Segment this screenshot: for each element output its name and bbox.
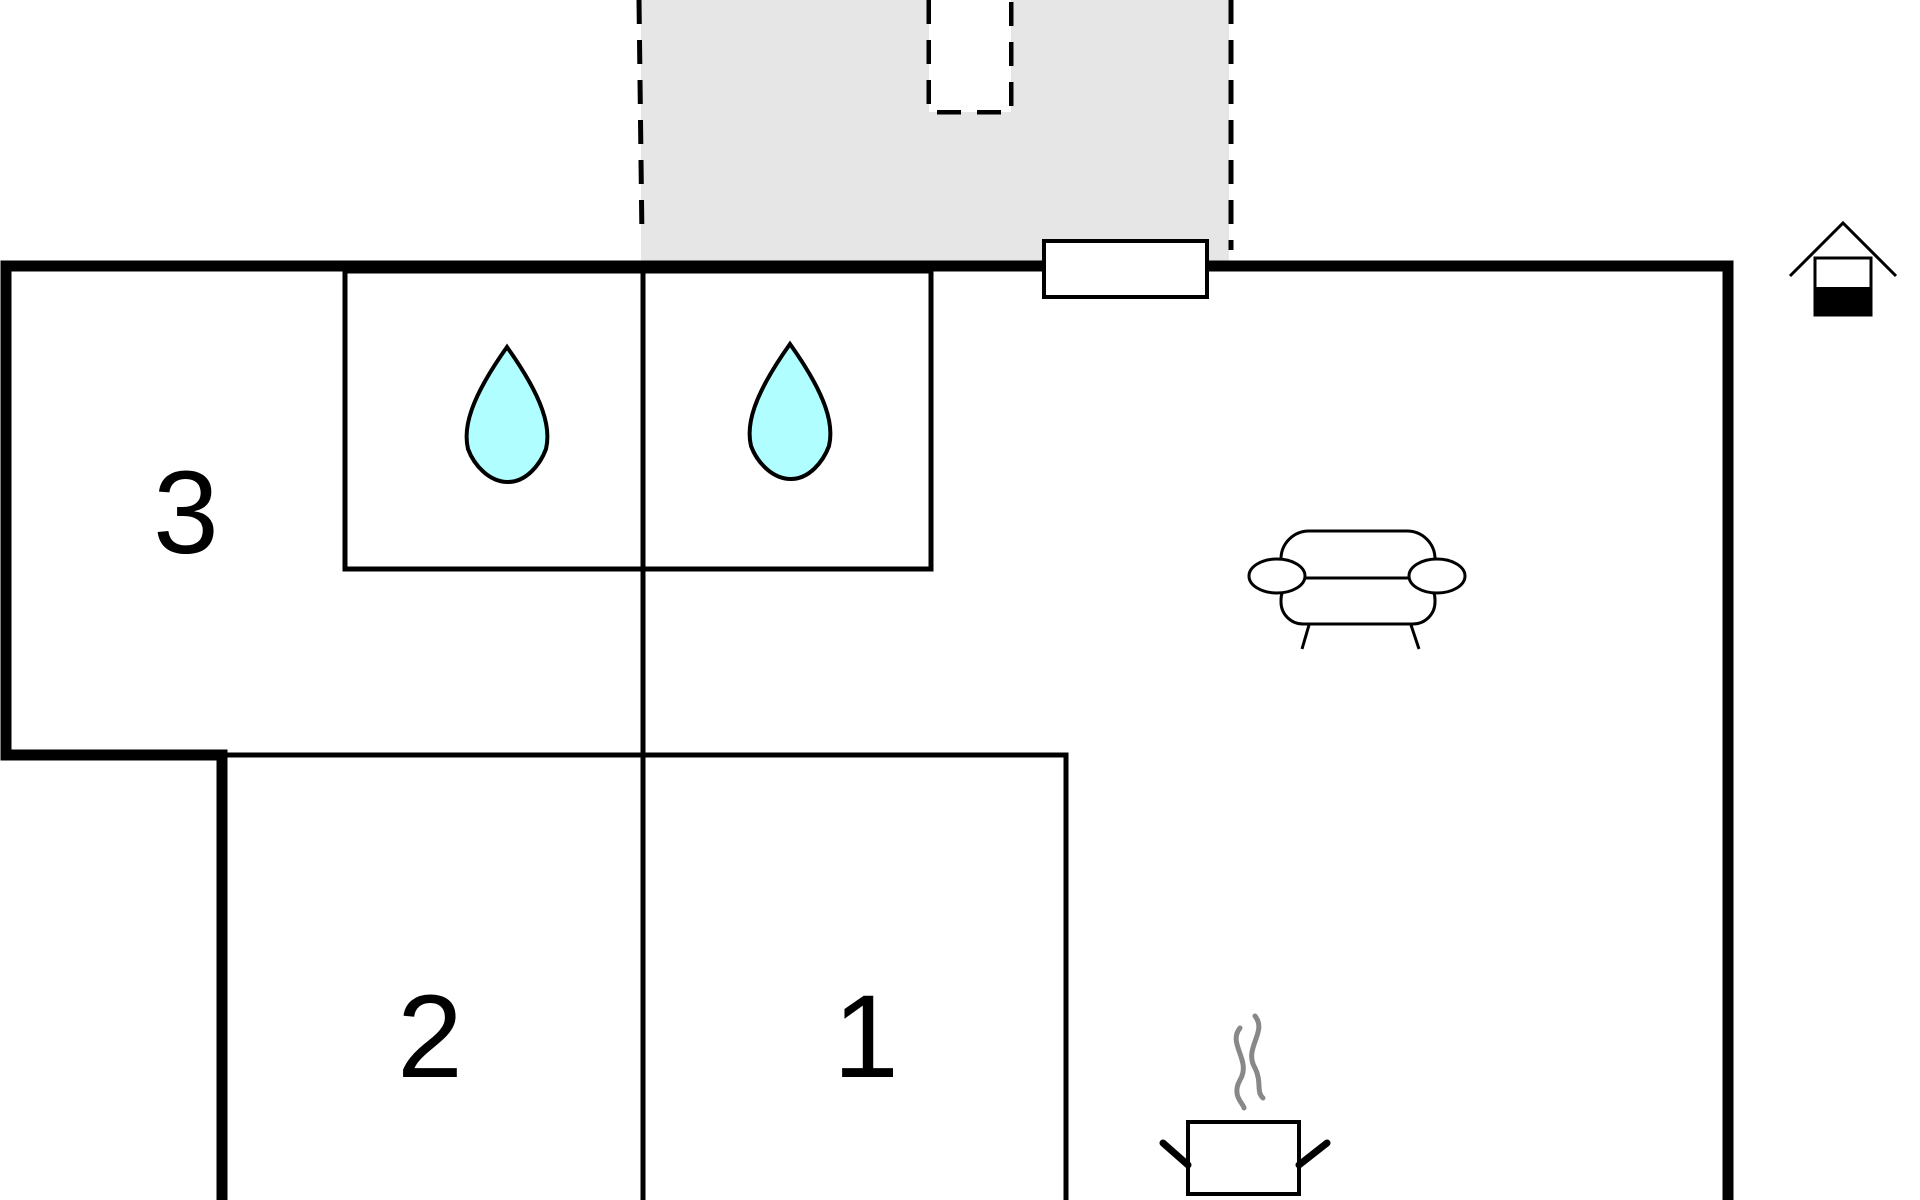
window: [1042, 239, 1209, 299]
exterior-wall-outline: [0, 260, 1734, 1200]
terrace-dashed-edge-left: [636, 0, 645, 241]
sofa-icon: [1247, 529, 1467, 650]
room-number-1: 1: [833, 971, 899, 1103]
bathroom-block-wall: [342, 268, 934, 572]
outdoor-fixture-fill: [931, 0, 1009, 110]
terrace: [636, 0, 1234, 264]
room-number-3: 3: [153, 447, 219, 579]
water-drop-icon: [464, 343, 550, 485]
water-drop-icon: [747, 340, 833, 482]
interior-walls: [222, 268, 1069, 1200]
house-floor-icon: [1788, 220, 1898, 317]
bedroom-block-wall: [222, 752, 1069, 1200]
room-number-2: 2: [397, 971, 463, 1103]
cooking-pot-icon: [1159, 1013, 1331, 1196]
exterior-walls: [0, 260, 1734, 1200]
